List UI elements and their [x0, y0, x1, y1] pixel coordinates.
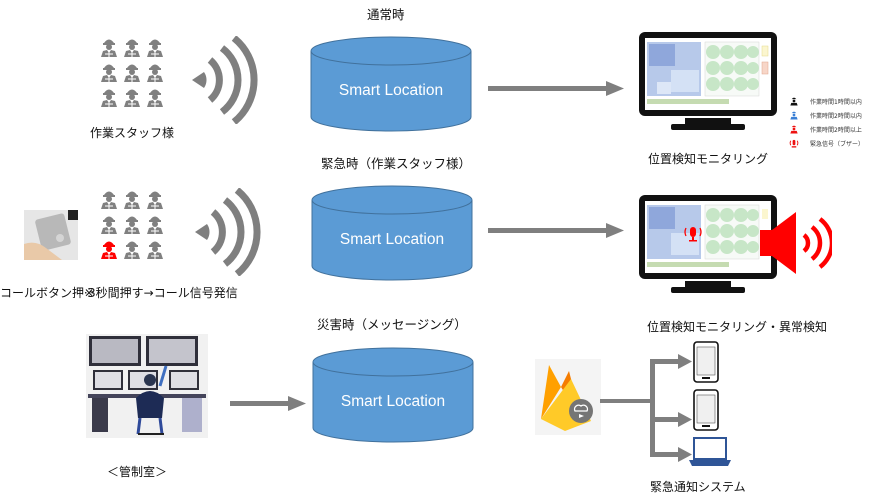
server-label: Smart Location [339, 231, 445, 248]
server-label: Smart Location [340, 393, 446, 410]
smart-location-server-emergency: Smart Location [311, 185, 473, 281]
arrow-right [488, 223, 624, 238]
emergency-title: 緊急時（作業スタッフ様） [321, 156, 472, 171]
worker-icon [101, 64, 117, 82]
notify-label: 緊急通知システム [650, 480, 746, 494]
legend-item: 作業時間2時間以内 [788, 110, 862, 120]
buzzer-icon [789, 139, 799, 148]
worker-icon [124, 216, 140, 234]
legend-text: 作業時間1時間以内 [810, 98, 862, 106]
arrow-right [230, 396, 306, 411]
legend-text: 作業時間2時間以上 [810, 126, 862, 134]
database-cylinder-icon [312, 347, 474, 443]
monitor-icon [639, 195, 777, 293]
arrow-right [488, 81, 624, 96]
legend-item: 作業時間2時間以上 [788, 124, 862, 134]
worker-icon [147, 39, 163, 57]
worker-icon [147, 241, 163, 259]
smart-location-server-normal: Smart Location [310, 36, 472, 132]
worker-blue-icon [790, 111, 798, 120]
worker-icon [101, 39, 117, 57]
alert-mic-icon [684, 227, 702, 242]
worker-icon [124, 241, 140, 259]
server-label: Smart Location [338, 82, 444, 99]
worker-icon [124, 89, 140, 107]
smartphone-icon [693, 389, 719, 431]
worker-icon [101, 89, 117, 107]
legend-item: 緊急信号（ブザー） [788, 138, 864, 148]
database-cylinder-icon [310, 36, 472, 132]
monitoring-screen-alert [637, 193, 779, 307]
worker-icon [147, 216, 163, 234]
monitor-label-alert: 位置検知モニタリング・異常検知 [647, 320, 828, 334]
worker-icon [124, 64, 140, 82]
laptop-icon [689, 437, 731, 466]
worker-alert-icon [101, 241, 117, 259]
worker-black-icon [790, 97, 798, 106]
firebase-messaging-icon [535, 359, 601, 435]
worker-icon [147, 89, 163, 107]
worker-icon [147, 191, 163, 209]
disaster-title: 災害時（メッセージング） [317, 317, 467, 332]
normal-title: 通常時 [367, 7, 405, 22]
worker-icon [101, 216, 117, 234]
worker-icon [124, 191, 140, 209]
monitoring-screen-normal [637, 30, 779, 144]
database-cylinder-icon [311, 185, 473, 281]
control-room-label: ＜管制室＞ [107, 465, 168, 479]
control-room-illustration [86, 334, 208, 438]
call-button-device-photo [24, 210, 78, 260]
legend-text: 作業時間2時間以内 [810, 112, 862, 120]
worker-red-icon [790, 125, 798, 134]
staff-label-normal: 作業スタッフ様 [90, 126, 175, 140]
staff-group-emergency [98, 188, 167, 260]
smartphone-icon [693, 341, 719, 383]
staff-group-normal [98, 36, 167, 108]
notification-branch-arrows [600, 354, 692, 462]
wireless-signal-icon [195, 188, 261, 276]
wireless-signal-icon [192, 36, 258, 124]
legend-item: 作業時間1時間以内 [788, 96, 862, 106]
worker-icon [124, 39, 140, 57]
legend-text: 緊急信号（ブザー） [810, 140, 865, 148]
device-caption: コールボタン押※ [0, 286, 95, 300]
monitor-icon [639, 32, 777, 130]
speaker-alarm-icon [760, 212, 832, 274]
smart-location-server-disaster: Smart Location [312, 347, 474, 443]
worker-icon [147, 64, 163, 82]
monitor-label-normal: 位置検知モニタリング [648, 152, 769, 166]
action-caption: 3秒間押す→コール信号発信 [88, 286, 238, 300]
worker-icon [101, 191, 117, 209]
